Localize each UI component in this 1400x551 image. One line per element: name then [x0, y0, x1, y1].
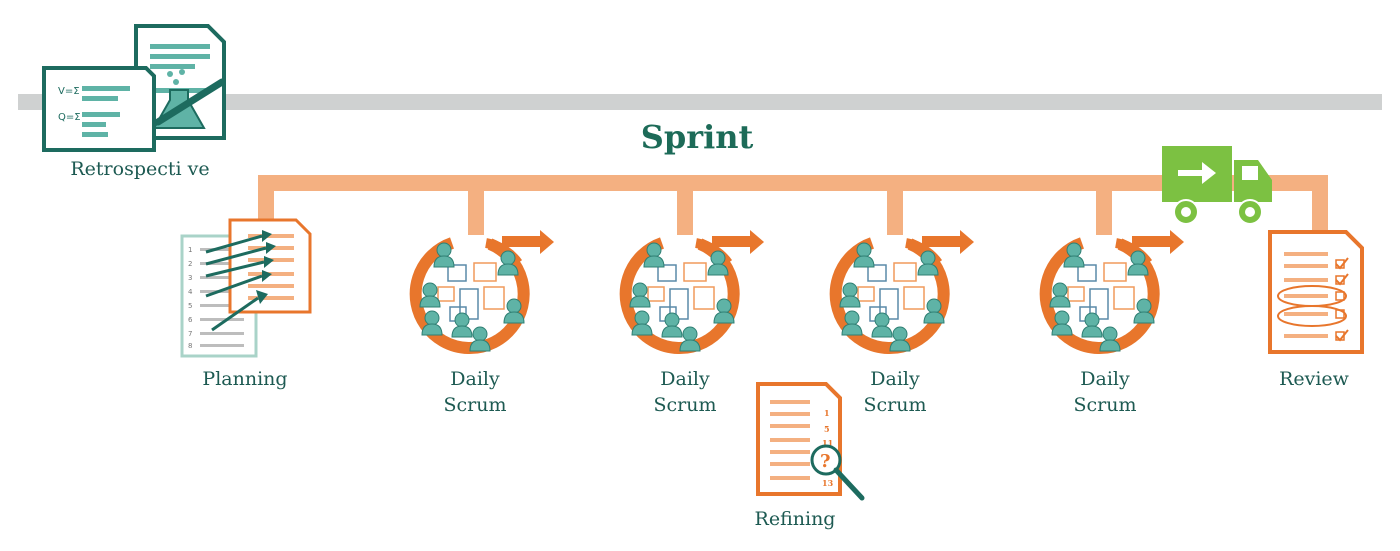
- refining-estimate-1: 1: [824, 408, 830, 418]
- planning-line-3: 3: [188, 274, 192, 282]
- planning-line-5: 5: [188, 302, 192, 310]
- review-label: Review: [1279, 368, 1349, 390]
- planning-line-1: 1: [188, 246, 192, 254]
- timeline-band: [18, 94, 1382, 110]
- planning-line-2: 2: [188, 260, 192, 268]
- refining-estimate-4: 13: [822, 478, 834, 488]
- planning-line-6: 6: [188, 316, 193, 324]
- formula-q: Q=Σ: [58, 112, 81, 123]
- daily-scrum-cycle-icon: [1046, 230, 1184, 351]
- daily-scrum-label-3: Daily Scrum: [863, 368, 927, 416]
- retrospective-label: Retrospecti ve: [70, 158, 210, 180]
- planning-line-4: 4: [188, 288, 193, 296]
- planning-line-8: 8: [188, 342, 192, 350]
- planning-line-7: 7: [188, 330, 192, 338]
- daily-scrum-label-2: Daily Scrum: [653, 368, 717, 416]
- planning-label: Planning: [202, 368, 288, 390]
- daily-scrum-cycle-icon: [626, 230, 764, 351]
- daily-scrum-label-4: Daily Scrum: [1073, 368, 1137, 416]
- formula-v: V=Σ: [58, 86, 80, 97]
- daily-scrum-cycle-icon: [416, 230, 554, 351]
- refining-estimate-2: 5: [824, 424, 830, 434]
- review-checklist-icon: [1268, 230, 1364, 354]
- refining-estimate-3: 11: [822, 438, 833, 448]
- retrospective-document-icon: V=Σ Q=Σ: [42, 24, 226, 152]
- refining-document-icon: 1 5 11 13 ?: [756, 382, 865, 501]
- daily-scrum-label-1: Daily Scrum: [443, 368, 507, 416]
- planning-documents-icon: 1 2 3 4 5 6 7 8: [180, 218, 312, 358]
- daily-scrum-cycle-icon: [836, 230, 974, 351]
- refining-question-mark: ?: [820, 451, 831, 472]
- delivery-truck-icon: [1162, 146, 1272, 225]
- refining-label: Refining: [754, 508, 836, 530]
- sprint-bracket: [258, 175, 1328, 235]
- sprint-title: Sprint: [640, 118, 754, 156]
